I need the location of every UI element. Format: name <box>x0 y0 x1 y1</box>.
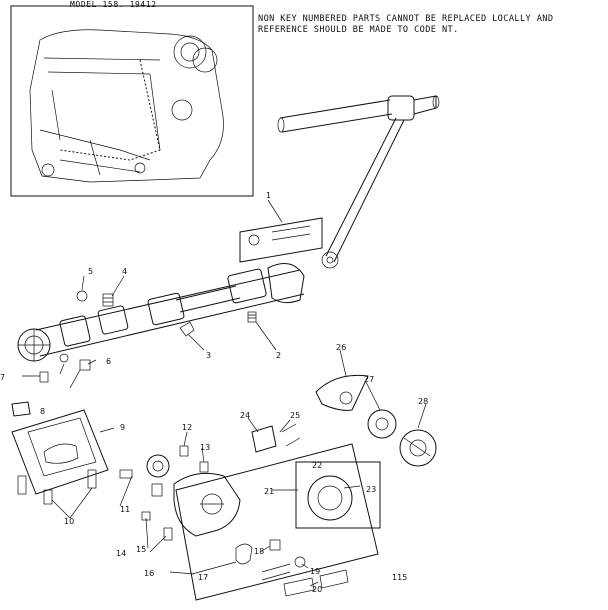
part-16-box <box>175 443 381 601</box>
callout-9: 9 <box>120 423 125 432</box>
note-line-2: REFERENCE SHOULD BE MADE TO CODE NT. <box>258 25 459 35</box>
callout-4: 4 <box>122 267 127 276</box>
callout-18: 18 <box>254 547 264 556</box>
callout-8: 8 <box>40 407 45 416</box>
callout-7: 7 <box>0 373 5 382</box>
callout-24: 24 <box>240 411 250 420</box>
callout-3: 3 <box>206 351 211 360</box>
callout-25: 25 <box>290 411 300 420</box>
callout-1: 1 <box>266 191 271 200</box>
callout-13: 13 <box>200 443 210 452</box>
callout-27: 27 <box>364 375 374 384</box>
callout-23: 23 <box>366 485 376 494</box>
callout-26: 26 <box>336 343 346 352</box>
feed-gear-group <box>119 445 241 541</box>
callout-10: 10 <box>64 517 74 526</box>
callout-21: 21 <box>264 487 274 496</box>
callout-labels: 1 2 3 4 5 6 7 8 9 10 11 12 13 14 15 16 1… <box>0 191 428 594</box>
replacement-note: NON KEY NUMBERED PARTS CANNOT BE REPLACE… <box>258 14 606 36</box>
callout-5: 5 <box>88 267 93 276</box>
callout-28: 28 <box>418 397 428 406</box>
leader-lines <box>22 275 427 587</box>
callout-22: 22 <box>312 461 322 470</box>
callout-6: 6 <box>106 357 111 366</box>
lift-rod-assembly <box>277 95 440 269</box>
machine-inset <box>10 5 254 197</box>
slide-plate-group <box>11 401 109 505</box>
callout-14: 14 <box>116 549 126 558</box>
page-code: 115 <box>392 573 407 582</box>
callout-17: 17 <box>198 573 208 582</box>
callout-11: 11 <box>120 505 130 514</box>
shaft-small-parts <box>39 290 257 383</box>
model-title: MODEL 158. 19412 <box>70 0 157 9</box>
callout-2: 2 <box>276 351 281 360</box>
part-1-group <box>239 199 323 263</box>
note-line-1: NON KEY NUMBERED PARTS CANNOT BE REPLACE… <box>258 14 554 24</box>
callout-12: 12 <box>182 423 192 432</box>
callout-16: 16 <box>144 569 154 578</box>
main-shaft <box>17 263 305 362</box>
hook-assembly <box>251 374 437 467</box>
callout-15: 15 <box>136 545 146 554</box>
callout-20: 20 <box>312 585 322 594</box>
callout-19: 19 <box>310 567 320 576</box>
